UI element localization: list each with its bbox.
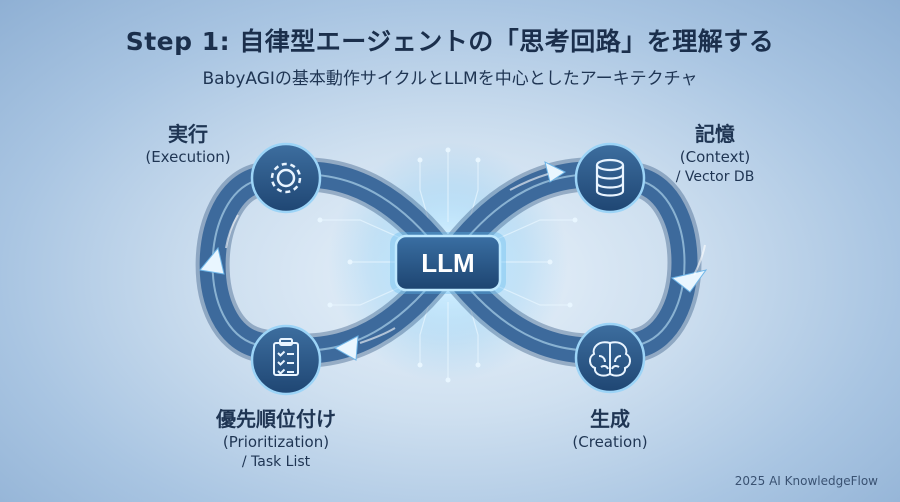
label-execution-jp: 実行 <box>168 122 208 146</box>
label-execution: 実行 (Execution) <box>118 121 258 167</box>
node-prioritization <box>250 324 322 396</box>
footer-credit: 2025 AI KnowledgeFlow <box>734 474 878 488</box>
label-memory: 記憶 (Context) / Vector DB <box>640 121 790 187</box>
arrow-right-down-icon <box>670 269 708 293</box>
label-memory-en: (Context) <box>679 148 751 166</box>
arrow-bottom-left-icon <box>333 335 359 361</box>
label-prioritization-jp: 優先順位付け <box>216 407 336 431</box>
label-memory-sub: / Vector DB <box>675 169 755 185</box>
circuit-dots <box>317 147 578 383</box>
node-creation <box>574 322 646 394</box>
label-creation-jp: 生成 <box>590 407 630 431</box>
arrow-left-up-icon <box>199 246 225 275</box>
page-title: Step 1: 自律型エージェントの「思考回路」を理解する <box>125 27 775 56</box>
circuit-lines <box>320 150 575 380</box>
arrow-top-right-icon <box>544 161 566 183</box>
gear-icon <box>270 162 302 194</box>
llm-label: LLM <box>421 248 474 278</box>
llm-chip: LLM <box>390 232 506 294</box>
label-prioritization-sub: / Task List <box>241 454 311 470</box>
clipboard-checklist-icon <box>273 338 299 376</box>
arrow-streaks <box>225 173 706 344</box>
database-icon <box>595 158 625 197</box>
label-creation-en: (Creation) <box>572 433 648 451</box>
node-memory <box>574 142 646 214</box>
label-memory-jp: 記憶 <box>695 122 735 146</box>
brain-icon <box>589 341 631 377</box>
label-prioritization: 優先順位付け (Prioritization) / Task List <box>196 406 356 472</box>
flow-arrows <box>199 161 708 361</box>
page-subtitle: BabyAGIの基本動作サイクルとLLMを中心としたアーキテクチャ <box>202 69 698 89</box>
label-creation: 生成 (Creation) <box>545 406 675 452</box>
label-prioritization-en: (Prioritization) <box>222 433 330 451</box>
label-execution-en: (Execution) <box>145 148 231 166</box>
node-execution <box>250 142 322 214</box>
